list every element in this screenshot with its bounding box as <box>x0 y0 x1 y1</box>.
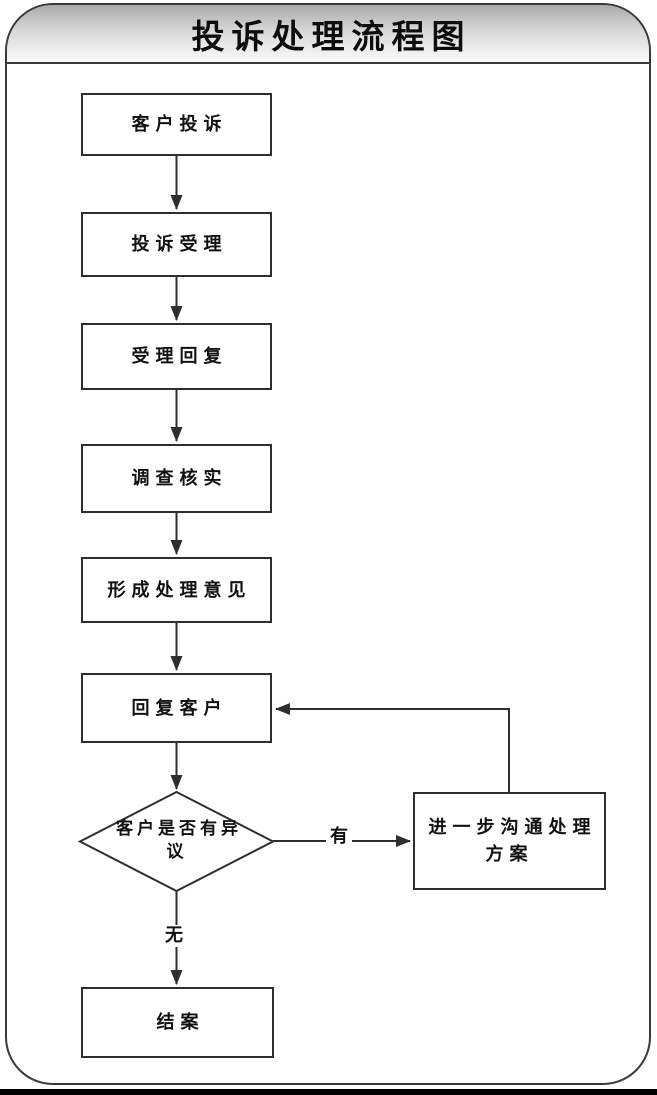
node-acceptance-reply: 受理回复 <box>81 323 272 390</box>
page-title: 投诉处理流程图 <box>191 16 472 56</box>
title-banner: 投诉处理流程图 <box>7 5 649 64</box>
node-further-communication: 进一步沟通处理方案 <box>413 792 606 890</box>
edge-label-no: 无 <box>161 925 187 947</box>
bottom-edge-bar <box>0 1089 657 1095</box>
node-acceptance-reply-label: 受理回复 <box>131 346 228 367</box>
edge-label-yes: 有 <box>326 826 352 848</box>
node-customer-complaint: 客户投诉 <box>81 93 272 156</box>
node-reply-customer-label: 回复客户 <box>131 697 228 719</box>
node-complaint-acceptance-label: 投诉受理 <box>131 234 228 255</box>
node-further-communication-label: 进一步沟通处理方案 <box>428 817 597 865</box>
edge-further-loop-to-replycustomer <box>275 703 510 792</box>
node-customer-complaint-label: 客户投诉 <box>131 114 228 135</box>
node-investigate-verify-label: 调查核实 <box>131 468 228 489</box>
node-form-opinion-label: 形成处理意见 <box>107 579 252 601</box>
node-reply-customer: 回复客户 <box>81 673 272 743</box>
node-close-case-label: 结案 <box>156 1012 205 1033</box>
node-close-case: 结案 <box>81 987 274 1058</box>
decision-diamond-shape <box>77 790 276 893</box>
node-form-opinion: 形成处理意见 <box>81 557 272 623</box>
node-complaint-acceptance: 投诉受理 <box>81 212 272 277</box>
node-decision-objection: 客户是否有异议 <box>116 819 242 862</box>
node-investigate-verify: 调查核实 <box>81 444 272 513</box>
flowchart-frame: 投诉处理流程图 <box>5 3 651 1085</box>
